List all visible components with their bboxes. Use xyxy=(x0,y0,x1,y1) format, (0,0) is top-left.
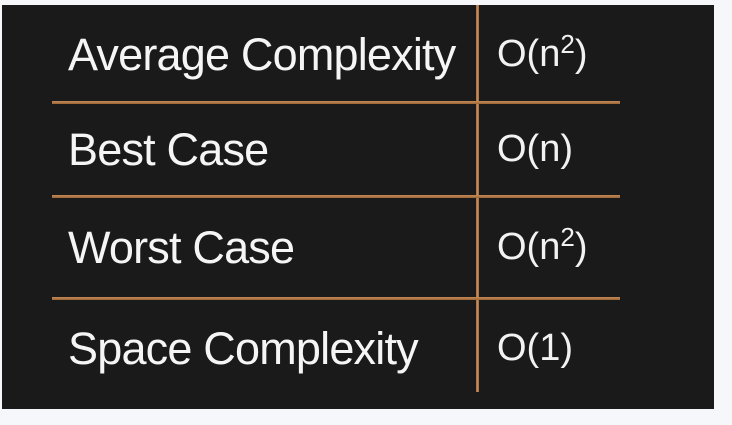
row-label: Best Case xyxy=(68,123,269,175)
row-label: Space Complexity xyxy=(68,322,419,374)
row-divider-line xyxy=(52,101,620,104)
row-label: Worst Case xyxy=(68,221,295,273)
column-divider-line xyxy=(476,5,479,392)
row-label: Average Complexity xyxy=(68,28,456,80)
superscript: 2 xyxy=(560,29,575,59)
row-value: O(n2) xyxy=(497,222,588,268)
superscript: 2 xyxy=(560,222,575,252)
row-value: O(n) xyxy=(497,128,573,170)
table-row-best-case: Best Case O(n) xyxy=(2,104,714,195)
table-row-average-complexity: Average Complexity O(n2) xyxy=(2,8,714,101)
row-value: O(1) xyxy=(497,327,573,369)
row-value: O(n2) xyxy=(497,29,588,75)
table-row-worst-case: Worst Case O(n2) xyxy=(2,198,714,297)
row-divider-line xyxy=(52,297,620,300)
row-divider-line xyxy=(52,195,620,198)
table-row-space-complexity: Space Complexity O(1) xyxy=(2,300,714,397)
complexity-table-panel: Average Complexity O(n2) Best Case O(n) … xyxy=(2,5,714,409)
